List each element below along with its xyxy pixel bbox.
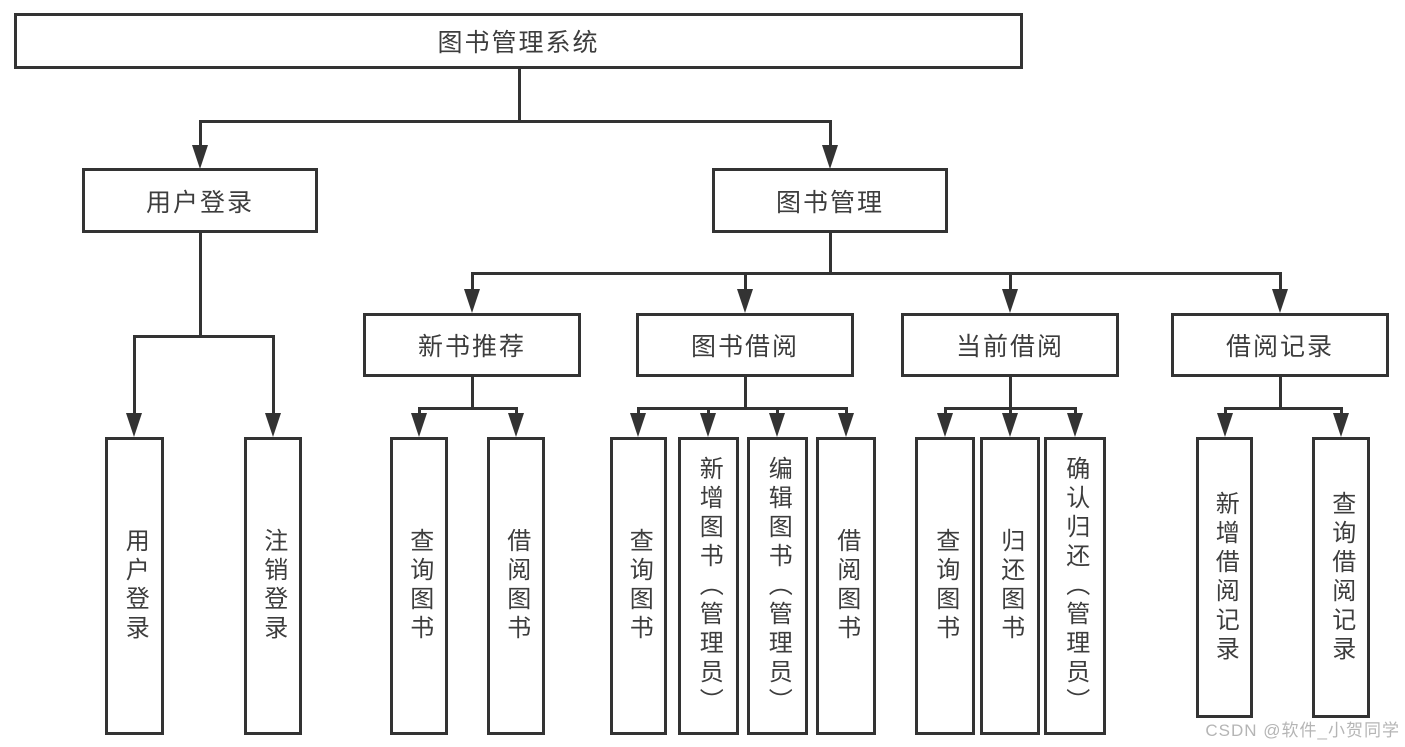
arrow-down-icon xyxy=(838,413,854,437)
connector-line xyxy=(418,407,421,417)
leaf-user-login-label: 用户登录 xyxy=(121,528,149,644)
connector-line xyxy=(1009,272,1012,292)
arrow-down-icon xyxy=(126,413,142,437)
arrow-down-icon xyxy=(1217,413,1233,437)
node-current-borrow-label: 当前借阅 xyxy=(955,333,1064,361)
arrow-down-icon xyxy=(630,413,646,437)
arrow-down-icon xyxy=(822,145,838,169)
leaf-query-book-recommend-label: 查询图书 xyxy=(405,528,433,644)
arrow-down-icon xyxy=(1002,289,1018,313)
connector-line xyxy=(133,335,136,415)
leaf-return-book-label: 归还图书 xyxy=(996,528,1024,644)
watermark: CSDN @软件_小贺同学 xyxy=(1205,721,1400,740)
node-user-login-label: 用户登录 xyxy=(145,188,254,217)
root-node-library-system: 图书管理系统 xyxy=(14,13,1023,69)
connector-line xyxy=(1009,377,1012,409)
leaf-logout-label: 注销登录 xyxy=(259,528,287,644)
leaf-query-book-borrow: 查询图书 xyxy=(610,437,667,735)
arrow-down-icon xyxy=(192,145,208,169)
leaf-add-borrow-record: 新增借阅记录 xyxy=(1196,437,1253,718)
connector-line xyxy=(707,407,710,417)
connector-line xyxy=(845,407,848,417)
node-book-borrow: 图书借阅 xyxy=(636,313,854,377)
arrow-down-icon xyxy=(1002,413,1018,437)
leaf-add-book-admin: 新增图书（管理员） xyxy=(678,437,739,735)
leaf-confirm-return-admin: 确认归还（管理员） xyxy=(1044,437,1106,735)
leaf-logout: 注销登录 xyxy=(244,437,302,735)
connector-line xyxy=(471,272,1281,275)
connector-line xyxy=(744,377,747,409)
connector-line xyxy=(1279,377,1282,409)
leaf-query-book-current: 查询图书 xyxy=(915,437,975,735)
arrow-down-icon xyxy=(265,413,281,437)
connector-line xyxy=(133,335,274,338)
connector-line xyxy=(1074,407,1077,417)
arrow-down-icon xyxy=(508,413,524,437)
connector-line xyxy=(515,407,518,417)
arrow-down-icon xyxy=(700,413,716,437)
connector-line xyxy=(418,407,518,410)
node-borrow-record-label: 借阅记录 xyxy=(1225,333,1334,361)
leaf-query-borrow-record-label: 查询借阅记录 xyxy=(1327,490,1355,665)
leaf-edit-book-admin-label: 编辑图书（管理员） xyxy=(764,455,792,717)
node-current-borrow: 当前借阅 xyxy=(901,313,1119,377)
arrow-down-icon xyxy=(937,413,953,437)
node-book-borrow-label: 图书借阅 xyxy=(690,333,799,361)
arrow-down-icon xyxy=(737,289,753,313)
connector-line xyxy=(471,377,474,409)
connector-line xyxy=(518,69,521,123)
leaf-borrow-book-label: 借阅图书 xyxy=(832,528,860,644)
leaf-edit-book-admin: 编辑图书（管理员） xyxy=(747,437,808,735)
node-book-management-label: 图书管理 xyxy=(775,188,884,217)
connector-line xyxy=(1279,272,1282,292)
connector-line xyxy=(1340,407,1343,417)
connector-line xyxy=(199,233,202,338)
leaf-user-login: 用户登录 xyxy=(105,437,164,735)
root-node-label: 图书管理系统 xyxy=(437,29,600,57)
connector-line xyxy=(1009,407,1012,417)
arrow-down-icon xyxy=(411,413,427,437)
arrow-down-icon xyxy=(1333,413,1349,437)
connector-line xyxy=(1224,407,1342,410)
node-new-book-recommend: 新书推荐 xyxy=(363,313,581,377)
node-new-book-recommend-label: 新书推荐 xyxy=(417,333,526,361)
connector-line xyxy=(272,335,275,415)
connector-line xyxy=(829,233,832,275)
node-user-login: 用户登录 xyxy=(82,168,318,233)
connector-line xyxy=(1224,407,1227,417)
connector-line xyxy=(744,272,747,292)
leaf-borrow-book-recommend-label: 借阅图书 xyxy=(502,528,530,644)
leaf-add-book-admin-label: 新增图书（管理员） xyxy=(695,455,723,717)
connector-line xyxy=(776,407,779,417)
leaf-query-book-current-label: 查询图书 xyxy=(931,528,959,644)
arrow-down-icon xyxy=(1272,289,1288,313)
connector-line xyxy=(637,407,847,410)
leaf-add-borrow-record-label: 新增借阅记录 xyxy=(1211,490,1239,665)
connector-line xyxy=(199,120,832,123)
leaf-query-borrow-record: 查询借阅记录 xyxy=(1312,437,1370,718)
arrow-down-icon xyxy=(464,289,480,313)
connector-line xyxy=(471,272,474,292)
node-book-management: 图书管理 xyxy=(712,168,948,233)
leaf-return-book: 归还图书 xyxy=(980,437,1040,735)
leaf-borrow-book: 借阅图书 xyxy=(816,437,876,735)
leaf-borrow-book-recommend: 借阅图书 xyxy=(487,437,545,735)
connector-line xyxy=(829,120,832,148)
arrow-down-icon xyxy=(769,413,785,437)
node-borrow-record: 借阅记录 xyxy=(1171,313,1389,377)
connector-line xyxy=(944,407,947,417)
connector-line xyxy=(199,120,202,148)
leaf-query-book-recommend: 查询图书 xyxy=(390,437,448,735)
leaf-confirm-return-admin-label: 确认归还（管理员） xyxy=(1061,455,1089,717)
connector-line xyxy=(637,407,640,417)
arrow-down-icon xyxy=(1067,413,1083,437)
leaf-query-book-borrow-label: 查询图书 xyxy=(625,528,653,644)
